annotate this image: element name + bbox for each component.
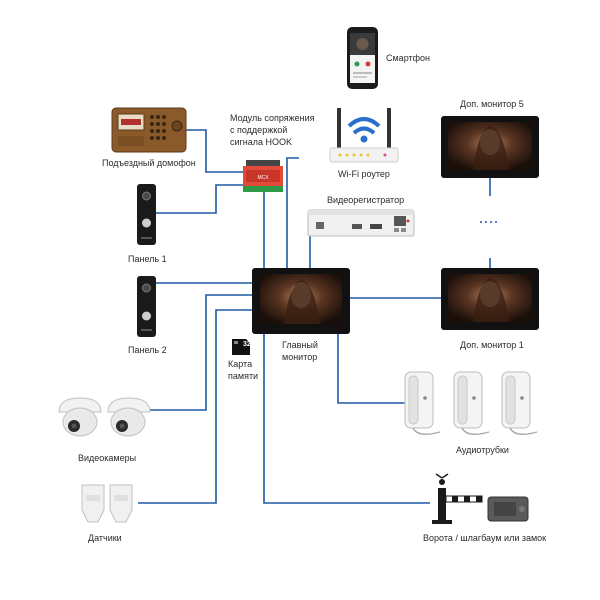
panel1-label: Панель 1 [128,254,167,264]
wire-panel1 [156,184,243,214]
wifi-icon [347,117,381,128]
sensors-label: Датчики [88,533,122,543]
memory-card-label: Карта памяти [228,359,259,381]
dvr [307,209,415,237]
memory-card-icon [232,339,250,355]
call-panel-1 [137,184,156,245]
memory-card-capacity: 32 [243,341,251,348]
handsets-label: Аудиотрубки [456,445,509,455]
sensors [81,484,133,523]
cameras [58,397,151,437]
wire-sensors [138,309,252,504]
gate-label: Ворота / шлагбаум или замок [423,533,547,543]
wire-door-station [186,129,243,173]
wire-cameras [140,294,252,411]
call-panel-2 [137,276,156,337]
wire-gate [263,333,430,504]
dvr-label: Видеорегистратор [327,195,405,205]
gate-barrier [432,473,483,524]
handset-1 [404,371,441,435]
smartphone-label: Смартфон [386,53,431,63]
hook-module: MCX [243,160,283,192]
main-monitor [252,268,350,334]
handset-2 [453,371,490,435]
door-station-label: Подъездный домофон [102,158,196,168]
wiring [138,129,500,504]
panel2-label: Панель 2 [128,345,167,355]
router-label: Wi-Fi роутер [338,169,390,179]
wire-handsets [337,333,405,404]
monitor-5 [441,116,539,178]
cameras-label: Видеокамеры [78,453,137,463]
camera-2 [107,397,151,437]
barrier-arm [445,495,483,503]
handset-3 [501,371,538,435]
door-station [111,107,187,153]
electric-lock [487,496,529,522]
svg-text:MCX: MCX [257,175,269,181]
handsets [404,371,538,435]
wire-router [286,157,299,268]
smartphone [347,27,378,89]
monitor1-label: Доп. монитор 1 [460,340,524,350]
camera-1 [58,397,102,437]
monitor5-label: Доп. монитор 5 [460,99,524,109]
hook-module-label: Модуль сопряжения с поддержкой сигнала H… [230,113,315,147]
monitor-1 [441,268,539,330]
router [329,108,399,163]
main-monitor-label: Главный монитор [282,340,318,362]
